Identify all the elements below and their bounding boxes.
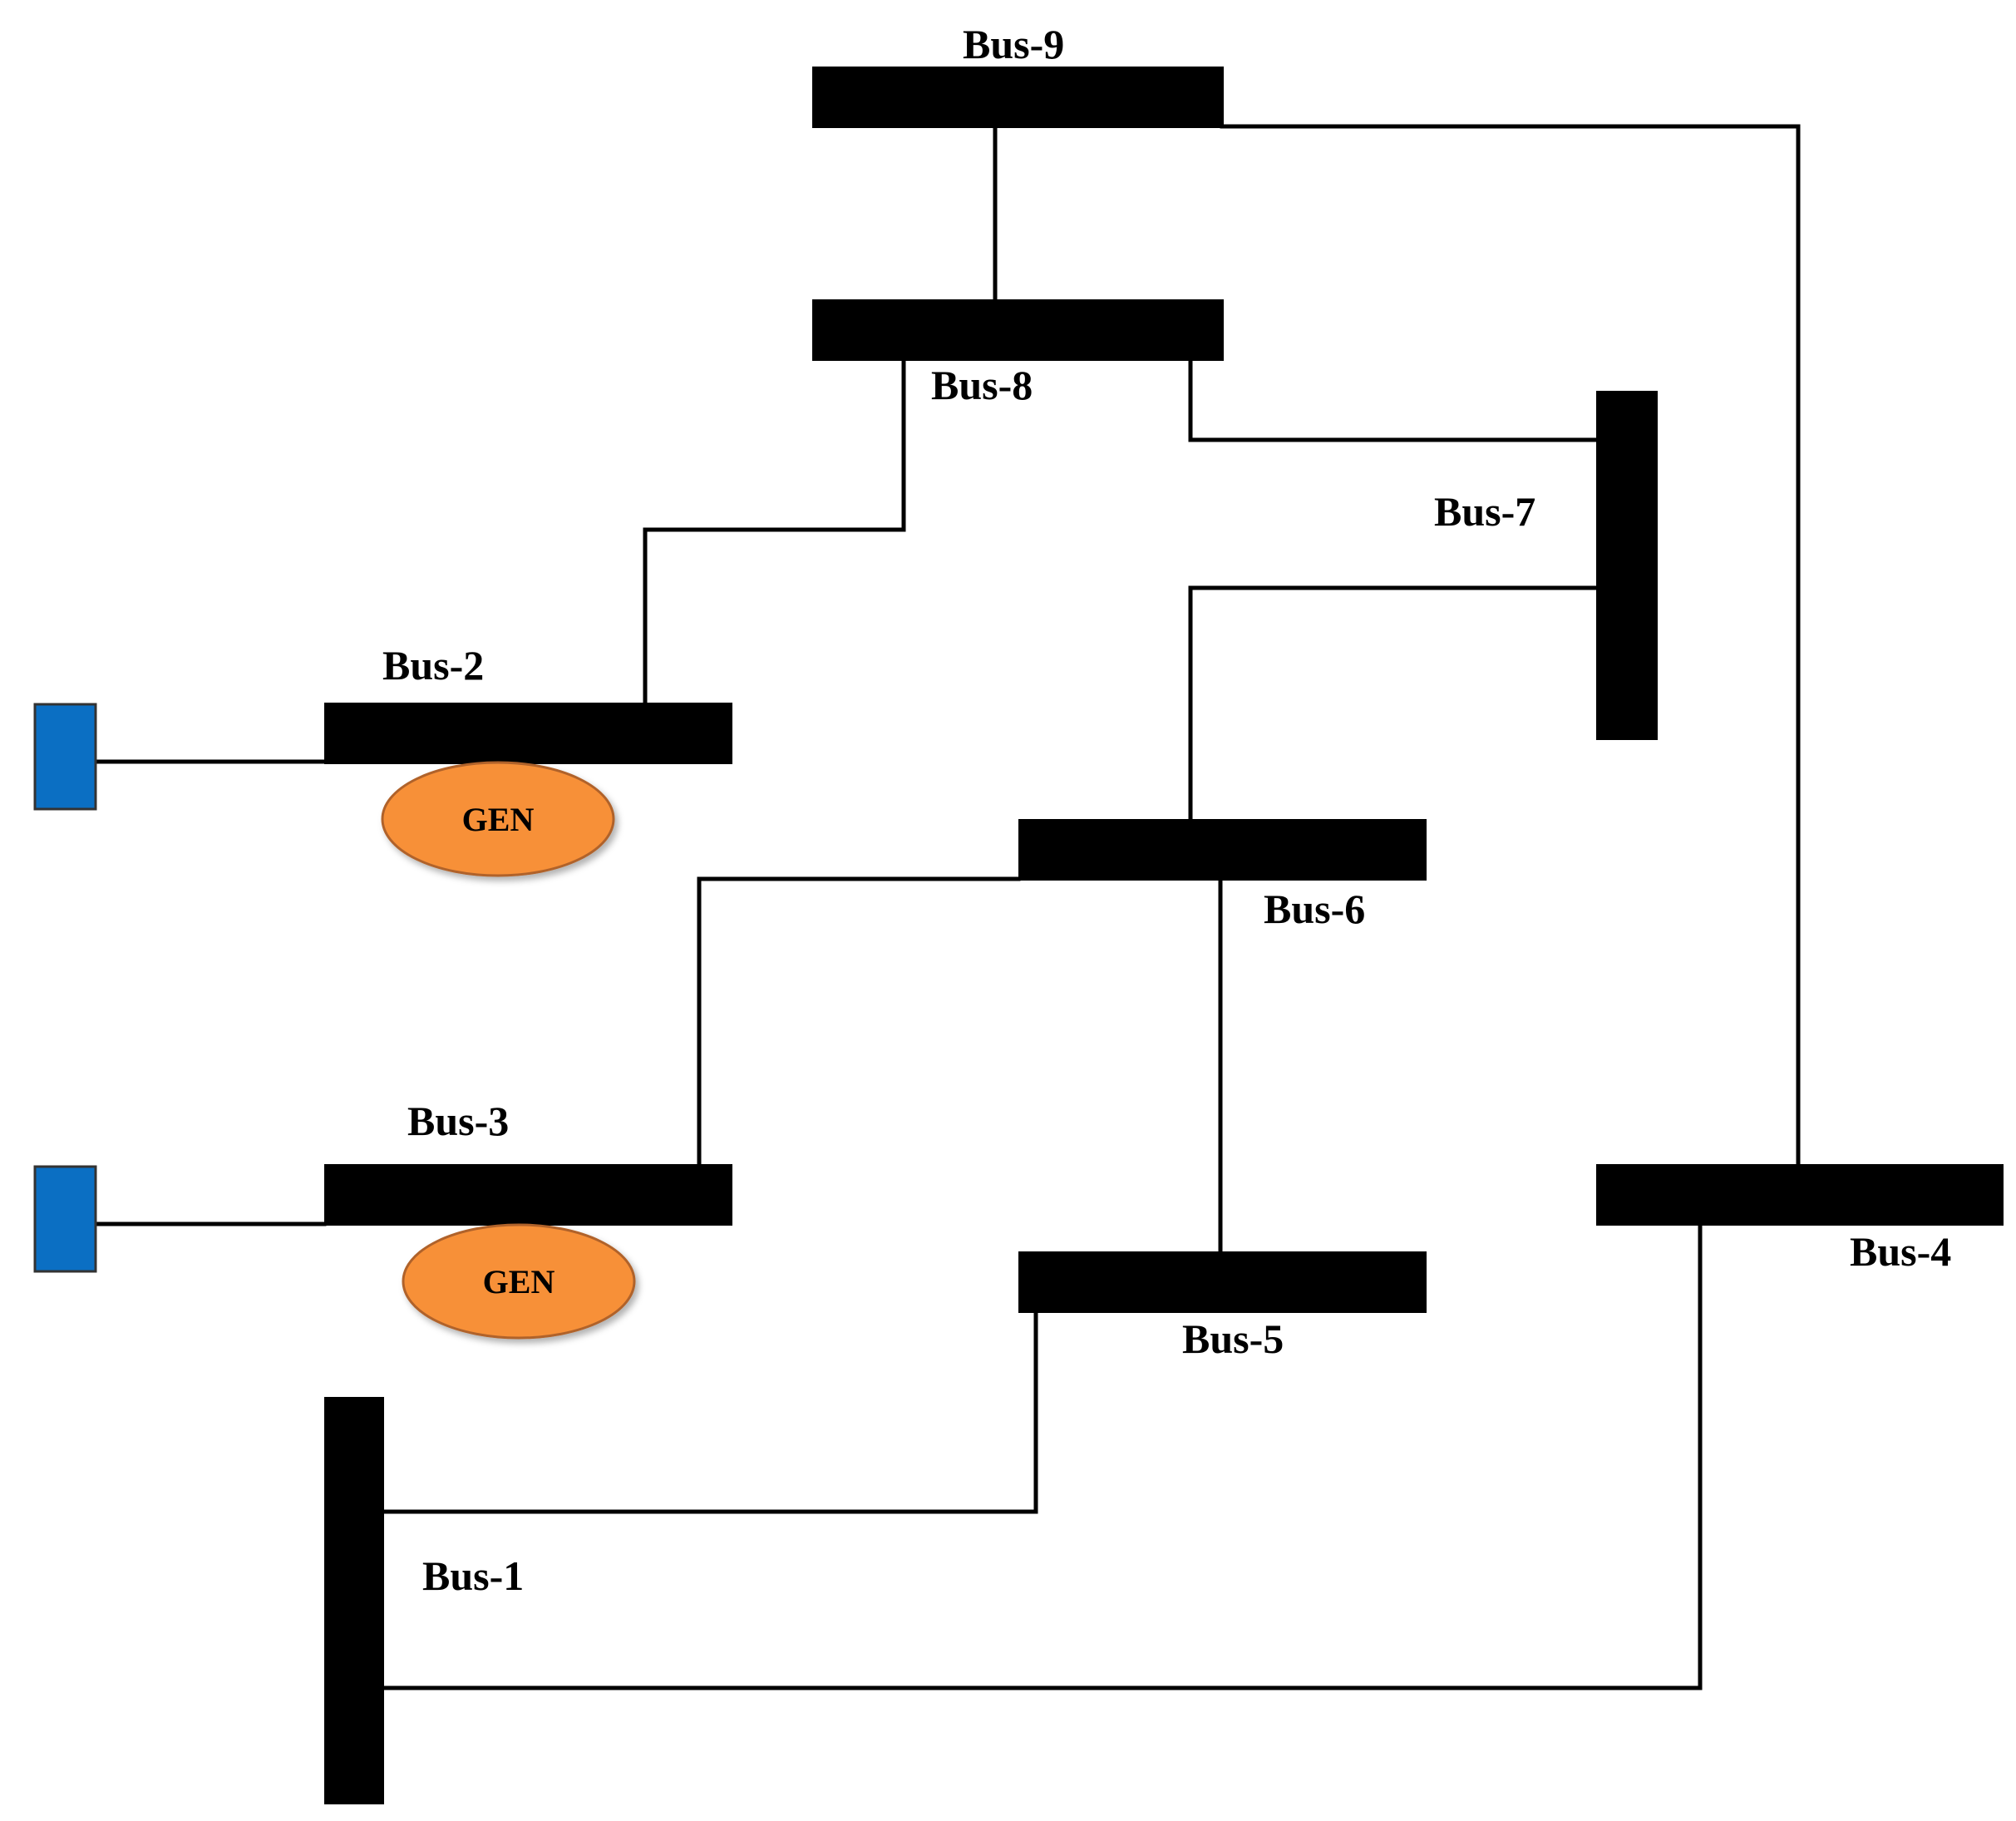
bus-5-bar[interactable] <box>1018 1251 1427 1313</box>
source-block-bus-3[interactable] <box>33 1165 97 1273</box>
source-block-bus-2[interactable] <box>33 703 97 811</box>
generator-label: GEN <box>462 801 535 838</box>
generator-bus-2[interactable]: GEN <box>381 761 615 877</box>
connection-lines <box>93 124 1801 1690</box>
line-bus7-bus6 <box>1188 585 1599 822</box>
bus-8-bar[interactable] <box>812 299 1224 361</box>
bus-8-label: Bus-8 <box>931 362 1033 408</box>
bus-1-bar[interactable] <box>324 1397 384 1804</box>
bus-7-label: Bus-7 <box>1434 488 1535 535</box>
bus-6-label: Bus-6 <box>1264 886 1365 932</box>
line-bus4-bus1 <box>381 1223 1703 1690</box>
bus-9-bar[interactable] <box>812 67 1224 128</box>
line-bus8-bus7 <box>1188 358 1599 442</box>
generator-bus-3[interactable]: GEN <box>402 1223 636 1340</box>
bus-3-label: Bus-3 <box>407 1098 509 1144</box>
line-bus5-bus1 <box>381 1310 1038 1514</box>
generator-label: GEN <box>483 1263 555 1300</box>
bus-1-label: Bus-1 <box>422 1552 524 1599</box>
bus-labels: Bus-9 Bus-8 Bus-7 Bus-2 Bus-6 Bus-3 Bus-… <box>382 21 1951 1599</box>
generator-ellipse <box>402 1223 636 1340</box>
bus-2-bar[interactable] <box>324 703 732 764</box>
bus-6-bar[interactable] <box>1018 819 1427 881</box>
bus-5-label: Bus-5 <box>1182 1315 1284 1362</box>
bus-3-bar[interactable] <box>324 1164 732 1226</box>
bus-7-bar[interactable] <box>1596 391 1658 740</box>
line-bus6-bus3 <box>697 876 1021 1167</box>
line-bus8-bus2 <box>643 358 906 706</box>
line-bus9-bus4 <box>1220 124 1801 1167</box>
bus-4-label: Bus-4 <box>1850 1228 1951 1275</box>
bus-4-bar[interactable] <box>1596 1164 2004 1226</box>
bus-9-label: Bus-9 <box>963 21 1064 67</box>
sources <box>33 703 97 1273</box>
bus-bars <box>324 67 2004 1804</box>
bus-2-label: Bus-2 <box>382 642 484 688</box>
generator-ellipse <box>381 761 615 877</box>
